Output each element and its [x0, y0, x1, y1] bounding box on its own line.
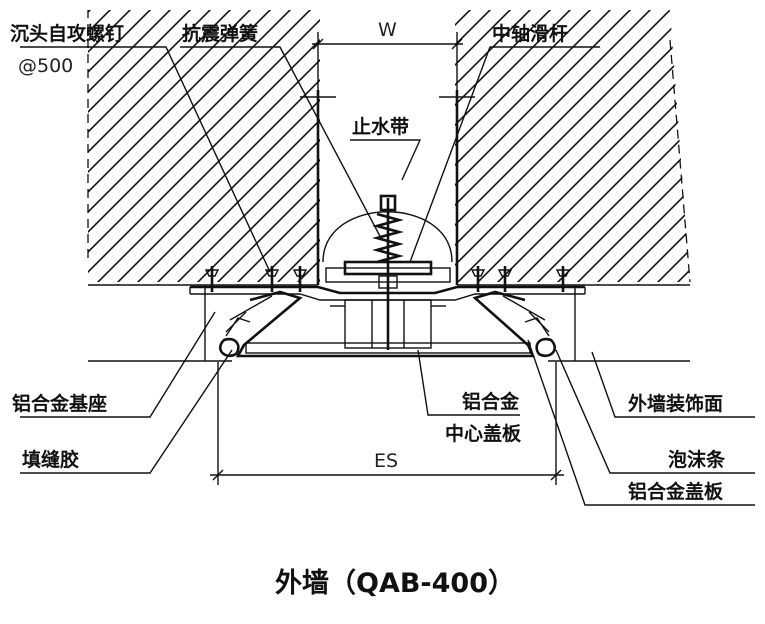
hatch-line — [179, 10, 320, 282]
hatch-line — [455, 10, 541, 282]
hatch-line — [459, 10, 690, 282]
label-aluminium-center-cover-1: 铝合金 — [462, 390, 520, 413]
screw-head — [497, 269, 513, 277]
hatch-line — [659, 10, 690, 282]
hatch-line — [700, 0, 765, 300]
label-seismic-spring: 抗震弹簧 — [182, 22, 258, 45]
hatch-line — [88, 10, 221, 282]
hatch-line — [679, 10, 690, 282]
hatch-line — [88, 10, 141, 282]
hatch-line — [88, 10, 201, 282]
hatch-line — [99, 10, 320, 282]
hatch-line — [88, 10, 241, 282]
hatch-line — [639, 10, 690, 282]
hatch-line — [259, 10, 320, 282]
screw-head — [292, 269, 308, 277]
w-label: W — [378, 19, 397, 41]
hatch-line — [88, 10, 181, 282]
hatch-line — [720, 0, 765, 300]
screw-head — [470, 269, 486, 277]
hatch-line — [88, 10, 281, 282]
hatch-line — [520, 0, 765, 300]
hatch-line — [760, 0, 765, 300]
seismic-spring-rod — [372, 194, 404, 350]
label-joint-sealant: 填缝胶 — [22, 448, 79, 471]
hatch-line — [580, 0, 765, 300]
hatch-line — [640, 0, 765, 300]
leader-lines — [20, 46, 755, 506]
hatch-line — [455, 10, 521, 282]
screw-head — [204, 269, 220, 277]
hatch-line — [519, 10, 690, 282]
countersunk-screws — [204, 266, 571, 292]
hatch-line — [680, 0, 765, 300]
label-aluminium-cover-plate: 铝合金盖板 — [628, 480, 724, 503]
w-dimension: W — [312, 19, 463, 90]
label-waterstop: 止水带 — [352, 116, 409, 138]
label-exterior-finish: 外墙装饰面 — [628, 392, 723, 415]
hatch-line — [455, 10, 690, 282]
hatch-line — [88, 10, 320, 282]
right-wall-hatch — [455, 0, 765, 300]
label-aluminium-base: 铝合金基座 — [12, 392, 107, 415]
hatch-line — [500, 0, 765, 300]
hatch-line — [88, 10, 301, 282]
hatch-line — [599, 10, 690, 282]
label-foam-strip: 泡沫条 — [668, 448, 726, 471]
hatch-line — [455, 10, 621, 282]
hatch-line — [88, 10, 320, 282]
label-center-slide-rod: 中轴滑杆 — [492, 22, 568, 45]
hatch-line — [455, 10, 690, 282]
hatch-line — [219, 10, 320, 282]
label-countersunk-screw: 沉头自攻螺钉 — [10, 22, 124, 45]
hatch-line — [139, 10, 320, 282]
label-screw-spacing: @500 — [18, 55, 73, 77]
drawing-title: 外墙（QAB-400） — [275, 568, 515, 599]
label-aluminium-center-cover-2: 中心盖板 — [445, 422, 522, 445]
hatch-line — [88, 10, 101, 282]
hatch-line — [740, 0, 765, 300]
hatch-line — [88, 10, 320, 282]
hatch-line — [88, 10, 320, 282]
hatch-line — [119, 10, 320, 282]
hatch-line — [455, 10, 661, 282]
hatch-line — [620, 0, 765, 300]
screw-head — [555, 269, 571, 277]
foam-strips — [218, 311, 557, 358]
hatch-line — [455, 10, 601, 282]
screw-head — [264, 269, 280, 277]
hatch-line — [455, 10, 690, 282]
hatch-line — [499, 10, 690, 282]
hatch-line — [88, 10, 121, 282]
hatch-line — [455, 10, 681, 282]
hatch-line — [455, 10, 641, 282]
hatch-line — [239, 10, 320, 282]
es-label: ES — [374, 450, 398, 472]
hatch-line — [455, 10, 561, 282]
hatch-line — [559, 10, 690, 282]
right-wall-boundary — [669, 39, 691, 283]
hatch-line — [88, 10, 261, 282]
hatch-line — [660, 0, 765, 300]
hatch-line — [159, 10, 320, 282]
es-dimension: ES — [210, 362, 564, 485]
hatch-line — [479, 10, 690, 282]
hatch-line — [619, 10, 690, 282]
left-wall-hatch — [88, 0, 765, 300]
hatch-line — [88, 10, 161, 282]
aluminium-cover-plate — [225, 290, 550, 358]
hatch-line — [539, 10, 690, 282]
hatch-line — [199, 10, 320, 282]
hatch-line — [455, 10, 581, 282]
hatch-line — [540, 0, 765, 300]
hatch-line — [480, 0, 765, 300]
hatch-line — [579, 10, 690, 282]
